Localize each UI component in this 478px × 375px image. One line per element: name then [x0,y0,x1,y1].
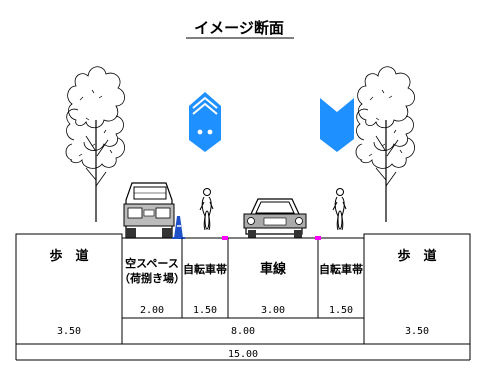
down-arrow-icon [320,98,354,152]
zone-label-loading-space-sub: （荷捌き場） [119,271,185,285]
zone-label-bike-lane-right: 自転車帯 [319,262,363,276]
traffic-cone-icon [172,216,185,239]
zone-label-sidewalk-left: 歩 道 [49,248,88,264]
tree-icon-right [355,66,416,223]
lane-markers [222,236,321,240]
tree-icon-left [65,66,126,223]
cyclist-icon-right [332,188,347,231]
width-sidewalk-left: 3.50 [57,326,81,337]
page-title: イメージ断面 [194,19,284,37]
zone-label-bike-lane-left: 自転車帯 [183,262,227,276]
zone-label-sidewalk-right: 歩 道 [397,248,436,264]
truck-icon [123,182,175,239]
cyclist-icon-left [199,188,214,231]
up-arrow-icon [189,92,221,152]
width-total: 15.00 [228,349,258,360]
zone-label-loading-space: 空スペース [125,256,179,270]
width-bike-lane-left: 1.50 [193,305,217,316]
section-outline [15,233,471,361]
width-road: 8.00 [231,326,255,337]
car-icon [243,198,307,238]
width-sidewalk-right: 3.50 [405,326,429,337]
width-loading-space: 2.00 [140,305,164,316]
width-bike-lane-right: 1.50 [329,305,353,316]
width-travel-lane: 3.00 [261,305,285,316]
zone-label-travel-lane: 車線 [260,261,287,277]
